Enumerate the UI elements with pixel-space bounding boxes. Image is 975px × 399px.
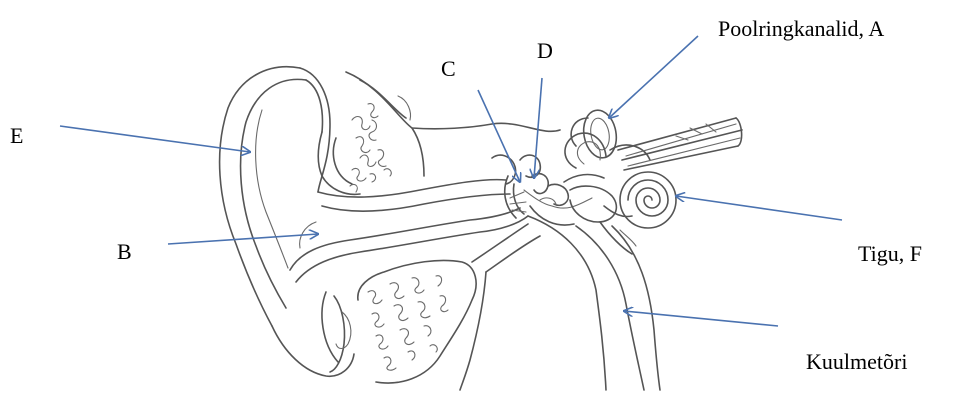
arrow-d bbox=[534, 78, 542, 178]
label-f-cochlea: Tigu, F bbox=[858, 241, 922, 266]
arrow-b bbox=[168, 234, 318, 244]
eustachian-tube bbox=[460, 216, 660, 390]
inner-ear bbox=[564, 108, 742, 254]
bone-texture-lower bbox=[358, 260, 476, 383]
skull-outline bbox=[346, 72, 560, 176]
outer-ear-pinna bbox=[220, 67, 360, 377]
label-d: D bbox=[537, 38, 553, 63]
arrow-c bbox=[478, 90, 520, 182]
label-c: C bbox=[441, 56, 456, 81]
arrow-f bbox=[676, 196, 842, 220]
arrow-a bbox=[609, 36, 698, 118]
label-a-semicircular-canals: Poolringkanalid, A bbox=[718, 16, 884, 41]
label-eustachian-tube: Kuulmetõri bbox=[806, 349, 907, 374]
middle-ear bbox=[492, 155, 592, 225]
label-e: E bbox=[10, 123, 23, 148]
labels: E B C D Poolringkanalid, A Tigu, F Kuulm… bbox=[10, 16, 922, 374]
arrow-kuulmetori bbox=[624, 311, 778, 326]
label-b: B bbox=[117, 239, 132, 264]
bone-texture-upper bbox=[350, 104, 391, 192]
